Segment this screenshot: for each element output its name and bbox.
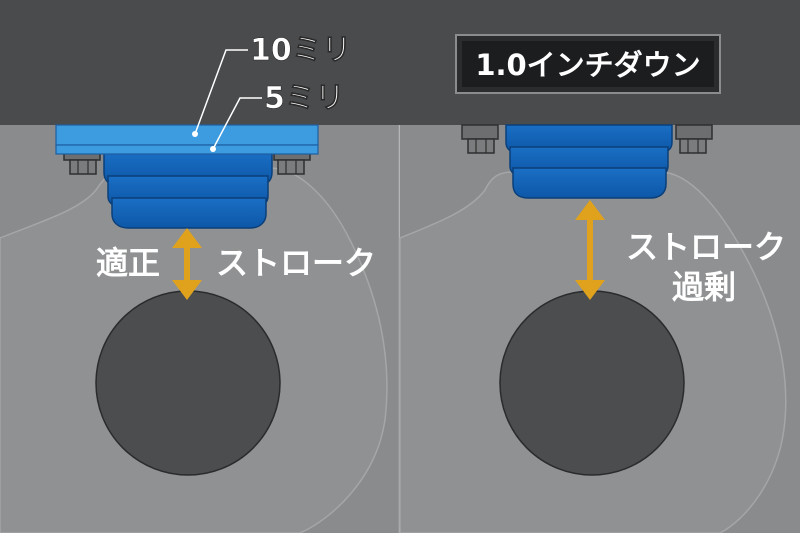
- spacer-5mm: [55, 144, 319, 155]
- right-stroke-arrow: [575, 200, 605, 300]
- stroke-label-stroke: ストローク: [216, 244, 376, 282]
- right-panel: ストローク 過剰: [399, 124, 800, 533]
- right-axle: [499, 290, 685, 476]
- leader-dot-10mm: [192, 131, 198, 137]
- spacer-thin-label: 5ミリ: [264, 81, 345, 116]
- spacer-10mm: [55, 124, 319, 146]
- badge-inner: [462, 41, 714, 87]
- leader-dot-5mm: [210, 146, 216, 152]
- stroke-label-line1: ストローク: [626, 228, 786, 266]
- badge-text: 1.0インチダウン: [475, 48, 700, 82]
- inch-down-badge: 1.0インチダウン: [455, 34, 721, 94]
- left-stroke-arrow: [172, 228, 202, 300]
- stroke-label-line2: 過剰: [672, 268, 736, 306]
- right-bolt-2: [675, 124, 713, 154]
- leader-line-10mm: [194, 49, 248, 135]
- right-bolt-1: [461, 124, 499, 154]
- right-bump-stop: [505, 124, 673, 199]
- left-panel: 10ミリ 5ミリ 適正 ストローク: [0, 33, 399, 533]
- leader-line-5mm: [212, 97, 262, 150]
- stroke-label-proper: 適正: [96, 244, 160, 282]
- left-bump-stop: [103, 151, 273, 229]
- spacer-thick-label: 10ミリ: [250, 33, 352, 68]
- left-axle: [95, 290, 281, 476]
